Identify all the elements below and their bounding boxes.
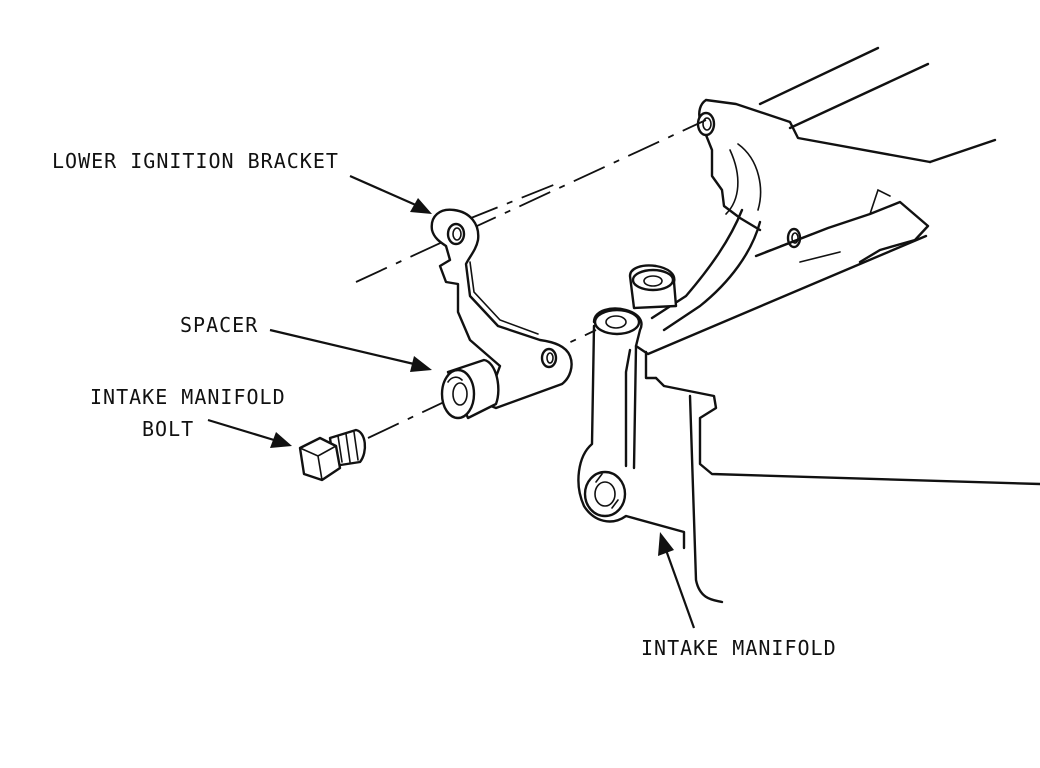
leader-arrows — [207, 174, 696, 629]
lower-ignition-bracket — [430, 208, 573, 410]
label-intake-manifold-bolt-line1: INTAKE MANIFOLD — [90, 385, 286, 409]
label-intake-manifold-bolt-line2: BOLT — [142, 417, 195, 441]
label-lower-ignition-bracket: LOWER IGNITION BRACKET — [52, 149, 339, 173]
intake-manifold — [577, 46, 1040, 604]
spacer — [440, 358, 500, 420]
label-intake-manifold: INTAKE MANIFOLD — [641, 636, 837, 660]
label-spacer: SPACER — [180, 313, 259, 337]
assembly-center-lines — [355, 119, 813, 439]
intake-manifold-bolt — [298, 428, 367, 482]
